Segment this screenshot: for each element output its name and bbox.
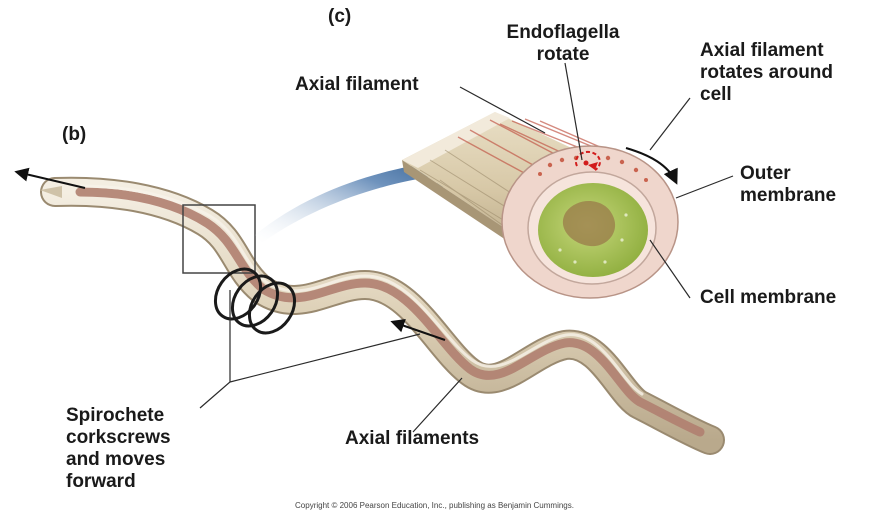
label-endoflagella-rotate: Endoflagella rotate [478,22,648,66]
label-axial-filaments: Axial filaments [345,428,479,450]
copyright-notice: Copyright © 2006 Pearson Education, Inc.… [0,501,869,510]
label-cell-membrane: Cell membrane [700,287,836,309]
label-outer-membrane: Outer membrane [740,163,836,207]
panel-label-c: (c) [328,6,351,28]
label-spirochete-corkscrews: Spirochete corkscrews and moves forward [66,405,171,493]
label-axial-filament: Axial filament [295,74,419,96]
panel-label-b: (b) [62,124,86,146]
label-axial-filament-rotates: Axial filament rotates around cell [700,40,833,106]
cross-section [402,112,678,298]
